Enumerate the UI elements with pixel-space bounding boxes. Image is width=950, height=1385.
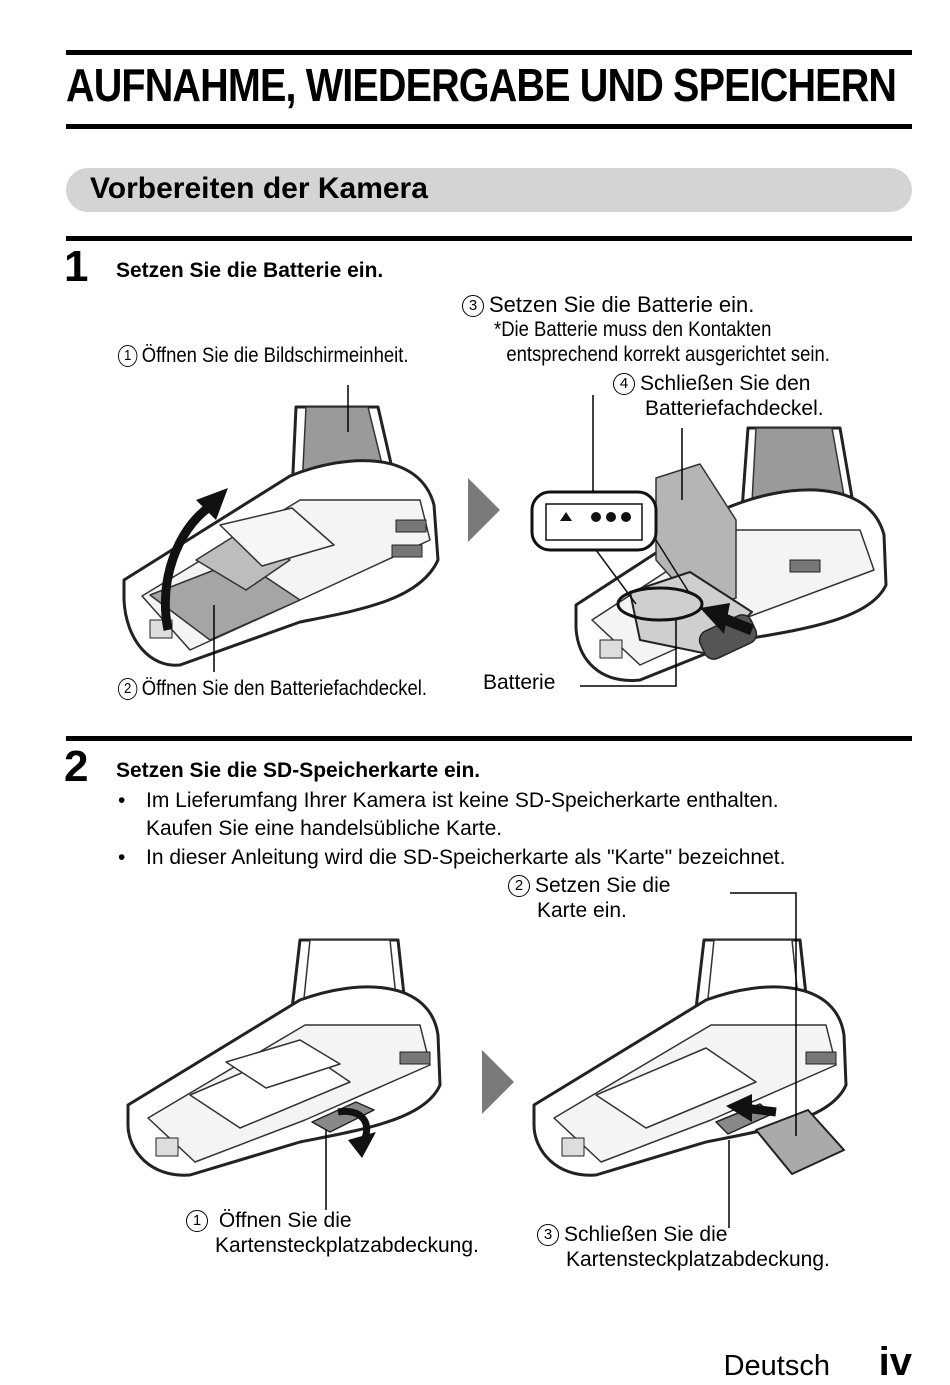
title-rule-bottom [66,124,912,129]
circle-number-1: 1 [118,345,138,367]
circle-number-3: 3 [462,295,484,317]
step1-caption-3-note: *Die Batterie muss den Kontakten entspre… [494,317,830,367]
caption-text: Öffnen Sie die [218,1209,352,1232]
caption-text: Schließen Sie den [640,372,811,395]
page-title: AUFNAHME, WIEDERGABE UND SPEICHERN [66,59,897,111]
caption-text: Setzen Sie die [535,874,671,897]
footer-page-number: iv [878,1340,912,1384]
circle-number-3: 3 [537,1224,559,1246]
circle-number-2: 2 [508,875,530,897]
circle-number-1: 1 [186,1210,208,1232]
caption-text-line2: Batteriefachdeckel. [645,397,824,420]
step1-number: 1 [64,242,89,291]
caption-text-line2: Kartensteckplatzabdeckung. [215,1234,479,1257]
bullet-line-2: Kaufen Sie eine handelsübliche Karte. [146,817,503,840]
footer-language: Deutsch [723,1350,830,1382]
section-heading-bar [66,168,912,212]
note-line-2: entsprechend korrekt ausgerichtet sein. [506,343,830,366]
section-title: Vorbereiten der Kamera [90,172,428,205]
step2-caption-1: 1 Öffnen Sie die Kartensteckplatzabdecku… [186,1208,479,1258]
step2-rule [66,736,912,741]
bullet-dot: • [118,789,126,812]
circle-number-2: 2 [118,678,138,700]
caption-text: Öffnen Sie die Bildschirmeinheit. [141,344,409,367]
caption-text-line2: Kartensteckplatzabdeckung. [566,1248,830,1271]
step2-number: 2 [64,742,89,791]
step2-title: Setzen Sie die SD-Speicherkarte ein. [116,759,481,782]
note-line-1: *Die Batterie muss den Kontakten [494,318,772,341]
bullet-text: In dieser Anleitung wird die SD-Speicher… [146,846,786,869]
title-rule-top [66,50,912,55]
circle-number-4: 4 [613,373,635,395]
step1-title: Setzen Sie die Batterie ein. [116,259,384,282]
caption-text: Schließen Sie die [564,1223,728,1246]
step1-rule [66,236,912,241]
caption-text: Setzen Sie die Batterie ein. [489,292,755,317]
caption-text: Öffnen Sie den Batteriefachdeckel. [141,677,428,700]
bullet-text: Im Lieferumfang Ihrer Kamera ist keine S… [146,787,779,843]
battery-label: Batterie [483,671,556,694]
bullet-dot: • [118,846,126,869]
bullet-line-1: Im Lieferumfang Ihrer Kamera ist keine S… [146,789,779,812]
caption-text-line2: Karte ein. [537,899,627,922]
